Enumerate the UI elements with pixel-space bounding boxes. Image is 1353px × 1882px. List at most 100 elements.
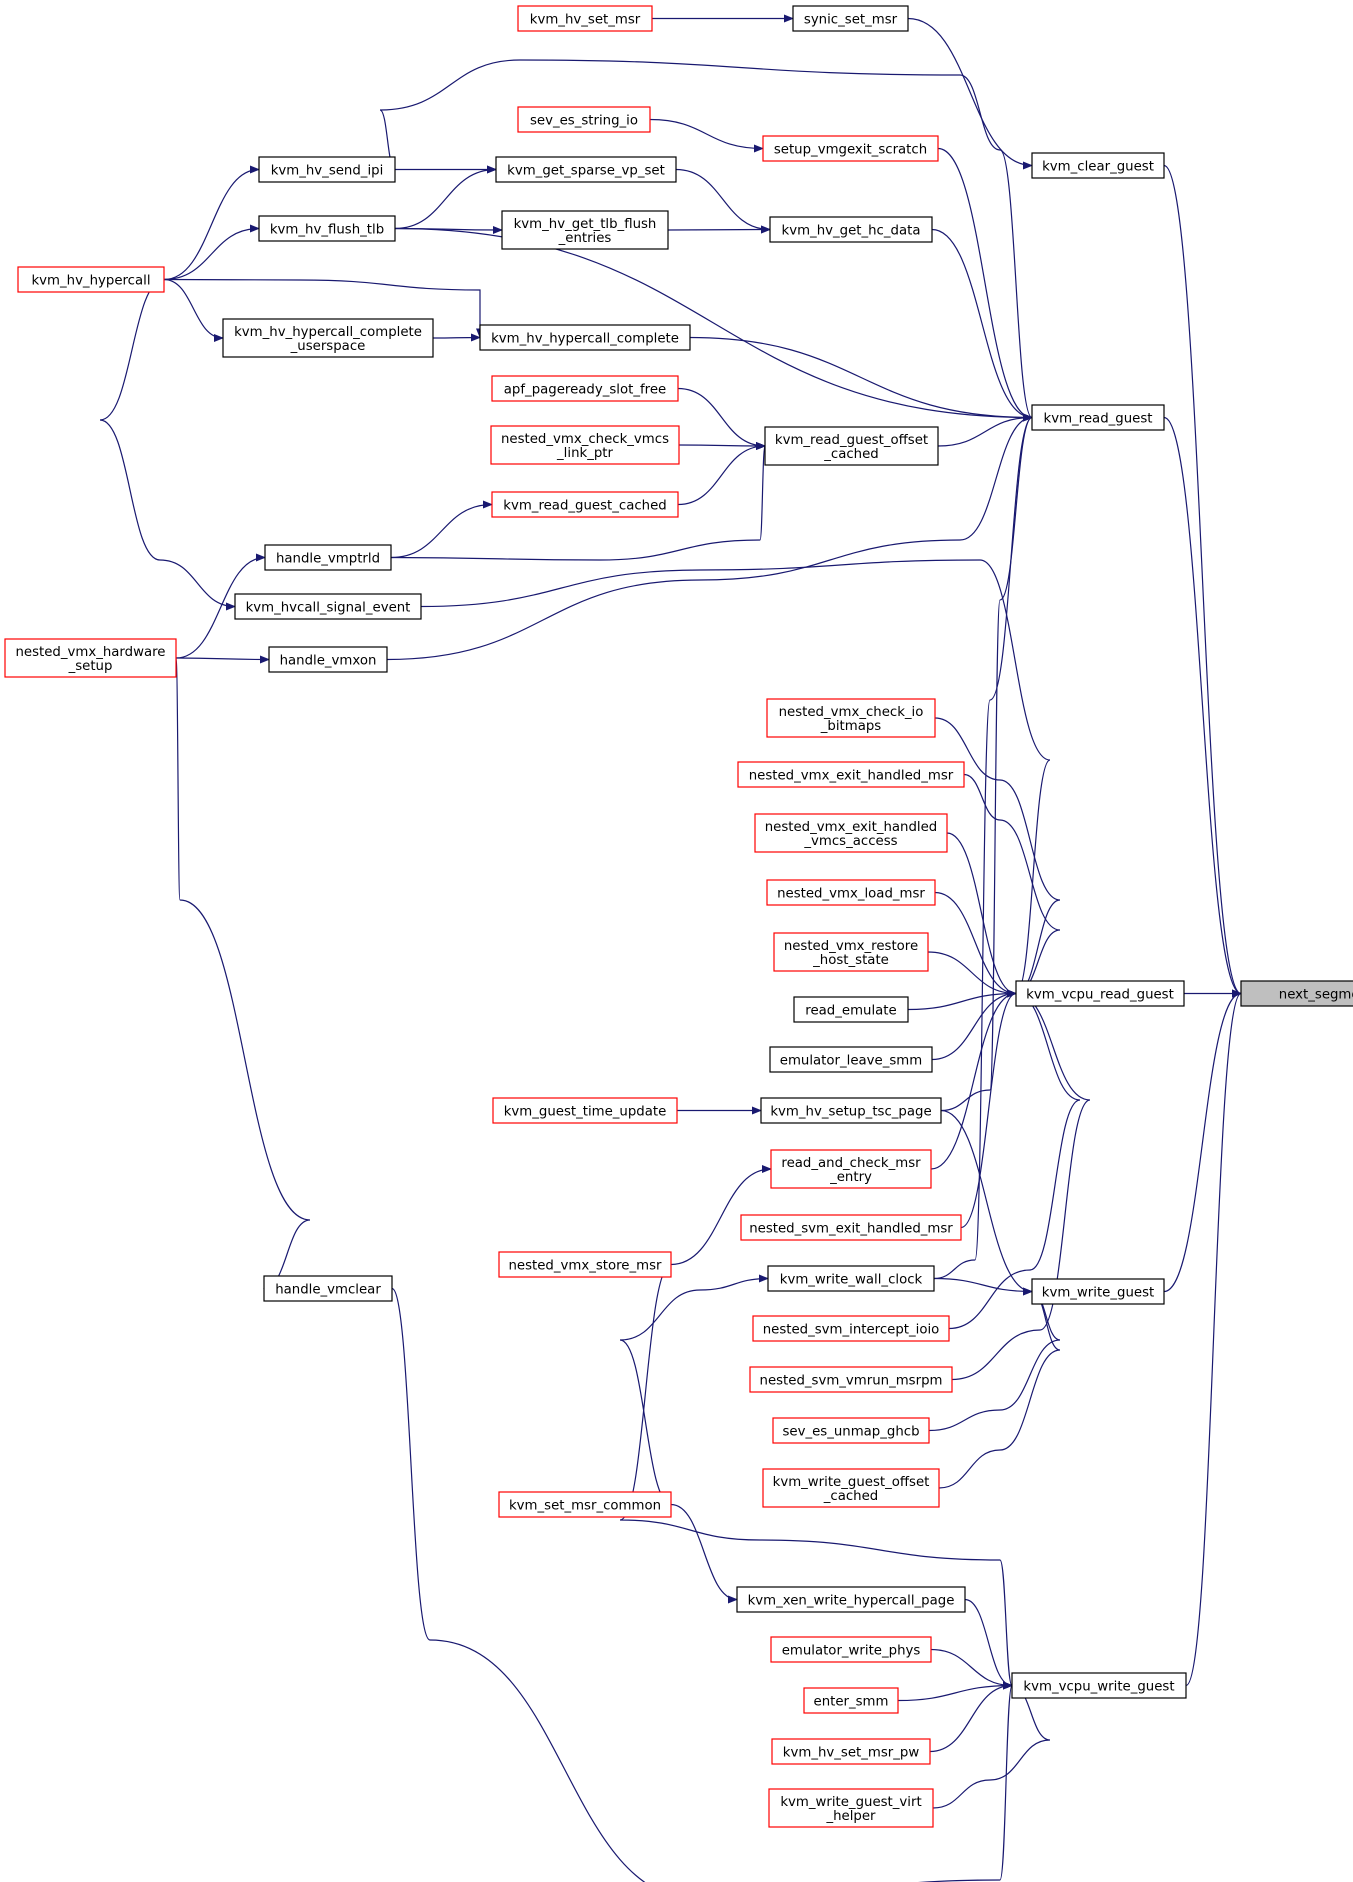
node-kvm-write-guest[interactable]: kvm_write_guest bbox=[1031, 1278, 1165, 1305]
node-box bbox=[1015, 980, 1185, 1007]
node-label: nested_vmx_load_msr bbox=[777, 887, 925, 902]
node-nested-vmx-load-msr[interactable]: nested_vmx_load_msr bbox=[766, 879, 936, 906]
node-kvm-write-wall-clock[interactable]: kvm_write_wall_clock bbox=[767, 1265, 935, 1292]
node-emulator-leave-smm[interactable]: emulator_leave_smm bbox=[769, 1046, 933, 1073]
edge-kvm-hv-send-ipi-to-kvm-read-guest bbox=[379, 59, 1033, 422]
node-apf-pageready-slot-free[interactable]: apf_pageready_slot_free bbox=[491, 375, 679, 402]
edge-kvm-set-msr-common-to-kvm-xen-write-hypercall-page bbox=[670, 1503, 738, 1604]
node-box bbox=[17, 266, 165, 293]
edges bbox=[99, 14, 1242, 1882]
node-label: _vmcs_access bbox=[803, 834, 897, 849]
node-kvm-get-sparse-vp-set[interactable]: kvm_get_sparse_vp_set bbox=[495, 156, 677, 183]
node-nested-svm-intercept-ioio[interactable]: nested_svm_intercept_ioio bbox=[752, 1315, 950, 1342]
node-label: kvm_hv_set_msr_pw bbox=[783, 1746, 920, 1761]
edge-handle-vmclear-to-kvm-vcpu-write-guest bbox=[391, 1287, 1013, 1882]
node-read-and-check-msr-entry[interactable]: read_and_check_msr_entry bbox=[770, 1149, 932, 1189]
edge-kvm-vcpu-write-guest-to-next-segment bbox=[1185, 989, 1242, 1687]
node-kvm-read-guest-cached[interactable]: kvm_read_guest_cached bbox=[491, 491, 679, 518]
node-box bbox=[767, 1265, 935, 1292]
node-kvm-hv-flush-tlb[interactable]: kvm_hv_flush_tlb bbox=[258, 215, 396, 242]
node-label: nested_vmx_hardware bbox=[16, 645, 166, 660]
node-box bbox=[760, 1097, 942, 1124]
node-label: kvm_hv_get_tlb_flush bbox=[514, 217, 657, 232]
node-nested-svm-exit-handled-msr[interactable]: nested_svm_exit_handled_msr bbox=[740, 1214, 962, 1241]
node-label: enter_smm bbox=[814, 1695, 889, 1710]
node-emulator-write-phys[interactable]: emulator_write_phys bbox=[770, 1636, 932, 1663]
node-kvm-guest-time-update[interactable]: kvm_guest_time_update bbox=[492, 1097, 678, 1124]
node-sev-es-string-io[interactable]: sev_es_string_io bbox=[517, 106, 651, 133]
node-setup-vmgexit-scratch[interactable]: setup_vmgexit_scratch bbox=[762, 135, 939, 162]
node-kvm-hv-setup-tsc-page[interactable]: kvm_hv_setup_tsc_page bbox=[760, 1097, 942, 1124]
node-nested-vmx-exit-handled-vmcs-access[interactable]: nested_vmx_exit_handled_vmcs_access bbox=[754, 813, 948, 853]
node-box bbox=[258, 156, 396, 183]
node-kvm-hv-set-msr[interactable]: kvm_hv_set_msr bbox=[517, 5, 653, 32]
node-sev-es-unmap-ghcb[interactable]: sev_es_unmap_ghcb bbox=[772, 1417, 930, 1444]
node-label: kvm_read_guest_offset bbox=[775, 433, 928, 448]
node-box bbox=[749, 1366, 953, 1393]
node-kvm-write-guest-offset-cached[interactable]: kvm_write_guest_offset_cached bbox=[762, 1468, 940, 1508]
node-kvm-hv-get-hc-data[interactable]: kvm_hv_get_hc_data bbox=[769, 216, 933, 243]
node-kvm-vcpu-write-guest[interactable]: kvm_vcpu_write_guest bbox=[1011, 1672, 1187, 1699]
node-label: kvm_hv_hypercall bbox=[31, 274, 150, 289]
node-kvm-read-guest[interactable]: kvm_read_guest bbox=[1031, 404, 1165, 431]
node-label: _link_ptr bbox=[556, 446, 613, 461]
node-kvm-hv-send-ipi[interactable]: kvm_hv_send_ipi bbox=[258, 156, 396, 183]
node-nested-vmx-store-msr[interactable]: nested_vmx_store_msr bbox=[498, 1251, 672, 1278]
node-box bbox=[492, 1097, 678, 1124]
node-synic-set-msr[interactable]: synic_set_msr bbox=[792, 5, 909, 32]
node-kvm-hv-get-tlb-flush-entries[interactable]: kvm_hv_get_tlb_flush_entries bbox=[501, 210, 669, 250]
node-nested-vmx-restore-host-state[interactable]: nested_vmx_restore_host_state bbox=[773, 932, 929, 972]
node-nested-vmx-check-io-bitmaps[interactable]: nested_vmx_check_io_bitmaps bbox=[766, 698, 936, 738]
node-enter-smm[interactable]: enter_smm bbox=[803, 1687, 899, 1714]
node-box bbox=[737, 761, 965, 788]
edge-kvm-read-guest-to-next-segment bbox=[1163, 416, 1242, 998]
node-box bbox=[768, 1788, 934, 1828]
edge-kvm-hv-flush-tlb-to-kvm-get-sparse-vp-set bbox=[394, 165, 497, 230]
node-kvm-hv-set-msr-pw[interactable]: kvm_hv_set_msr_pw bbox=[771, 1738, 931, 1765]
node-label: kvm_write_guest bbox=[1042, 1286, 1154, 1301]
node-kvm-vcpu-read-guest[interactable]: kvm_vcpu_read_guest bbox=[1015, 980, 1185, 1007]
node-box bbox=[490, 425, 680, 465]
node-handle-vmxon[interactable]: handle_vmxon bbox=[268, 646, 388, 673]
node-handle-vmclear[interactable]: handle_vmclear bbox=[263, 1275, 393, 1302]
node-box bbox=[479, 324, 691, 351]
node-label: nested_svm_vmrun_msrpm bbox=[760, 1374, 943, 1389]
node-label: kvm_hv_get_hc_data bbox=[782, 224, 921, 239]
node-kvm-hv-hypercall[interactable]: kvm_hv_hypercall bbox=[17, 266, 165, 293]
node-kvm-hvcall-signal-event[interactable]: kvm_hvcall_signal_event bbox=[234, 593, 422, 620]
node-box bbox=[1031, 1278, 1165, 1305]
node-kvm-clear-guest[interactable]: kvm_clear_guest bbox=[1031, 152, 1165, 179]
node-nested-svm-vmrun-msrpm[interactable]: nested_svm_vmrun_msrpm bbox=[749, 1366, 953, 1393]
node-nested-vmx-check-vmcs-link-ptr[interactable]: nested_vmx_check_vmcs_link_ptr bbox=[490, 425, 680, 465]
edge-kvm-hv-hypercall-to-kvm-hv-flush-tlb bbox=[163, 224, 260, 281]
node-box bbox=[491, 375, 679, 402]
edge-kvm-hv-setup-tsc-page-to-kvm-read-guest bbox=[940, 413, 1033, 1112]
node-label: _host_state bbox=[812, 953, 889, 968]
node-kvm-xen-write-hypercall-page[interactable]: kvm_xen_write_hypercall_page bbox=[736, 1586, 966, 1613]
node-kvm-set-msr-common[interactable]: kvm_set_msr_common bbox=[498, 1491, 672, 1518]
node-box bbox=[736, 1586, 966, 1613]
node-box bbox=[498, 1251, 672, 1278]
edge-kvm-get-sparse-vp-set-to-kvm-hv-get-hc-data bbox=[675, 168, 771, 234]
node-label: next_segment bbox=[1279, 988, 1353, 1003]
node-kvm-read-guest-offset-cached[interactable]: kvm_read_guest_offset_cached bbox=[764, 426, 939, 466]
node-next-segment[interactable]: next_segment bbox=[1240, 980, 1353, 1007]
node-box bbox=[234, 593, 422, 620]
node-kvm-hv-hypercall-complete-userspace[interactable]: kvm_hv_hypercall_complete_userspace bbox=[222, 318, 434, 358]
edge-read-emulate-to-kvm-vcpu-read-guest bbox=[907, 989, 1017, 1011]
node-kvm-write-guest-virt-helper[interactable]: kvm_write_guest_virt_helper bbox=[768, 1788, 934, 1828]
node-label: _cached bbox=[823, 447, 878, 462]
edge-kvm-hv-hypercall-to-kvm-hvcall-signal-event bbox=[99, 278, 236, 611]
node-label: nested_vmx_check_io bbox=[779, 705, 924, 720]
node-box bbox=[762, 1468, 940, 1508]
node-kvm-hv-hypercall-complete[interactable]: kvm_hv_hypercall_complete bbox=[479, 324, 691, 351]
node-nested-vmx-hardware-setup[interactable]: nested_vmx_hardware_setup bbox=[4, 638, 177, 678]
node-box bbox=[770, 1149, 932, 1189]
node-label: kvm_hv_set_msr bbox=[530, 13, 641, 28]
node-label: kvm_hv_flush_tlb bbox=[270, 223, 384, 238]
node-nested-vmx-exit-handled-msr[interactable]: nested_vmx_exit_handled_msr bbox=[737, 761, 965, 788]
node-read-emulate[interactable]: read_emulate bbox=[793, 996, 909, 1023]
node-handle-vmptrld[interactable]: handle_vmptrld bbox=[264, 544, 392, 571]
node-label: sev_es_unmap_ghcb bbox=[782, 1425, 919, 1440]
node-label: nested_vmx_store_msr bbox=[509, 1259, 663, 1274]
